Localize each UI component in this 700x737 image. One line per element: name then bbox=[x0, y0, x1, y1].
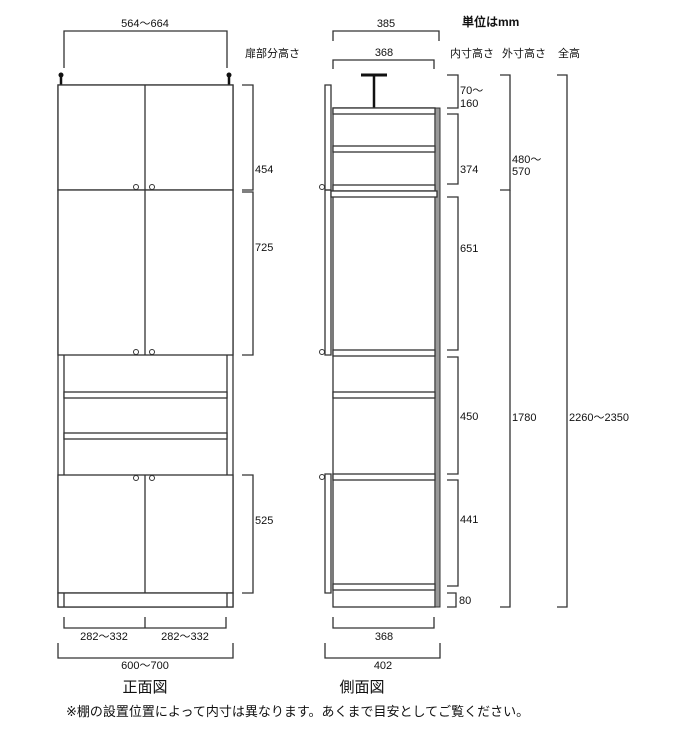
inner-height-label: 651 bbox=[460, 243, 478, 255]
top-width-label: 564～664 bbox=[121, 18, 169, 30]
side-shelves bbox=[330, 107, 438, 591]
outer-height-label: 570 bbox=[512, 166, 530, 178]
door-height-header: 扉部分高さ bbox=[245, 46, 300, 60]
door-height-dimension bbox=[242, 84, 254, 191]
inner-height-dimension bbox=[447, 479, 459, 587]
door-edge bbox=[324, 189, 332, 356]
plinth bbox=[57, 592, 234, 608]
inner-height-label: 80 bbox=[459, 595, 471, 607]
anti-tip-anchor-left bbox=[58, 72, 64, 85]
outer-height-dimension bbox=[500, 74, 511, 191]
inner-height-dimension bbox=[447, 592, 457, 608]
inner-height-label: 70～ bbox=[460, 85, 483, 97]
door-width-dimension bbox=[63, 617, 227, 629]
back-panel bbox=[434, 107, 441, 608]
units-label: 単位はmm bbox=[462, 14, 519, 29]
side-view-title: 側面図 bbox=[339, 679, 384, 696]
inner-height-label: 450 bbox=[460, 411, 478, 423]
outer-height-label: 1780 bbox=[512, 412, 536, 424]
front-view-title: 正面図 bbox=[122, 679, 167, 696]
side-view: 単位はmm 385 368 内寸高さ 外寸高さ 全高 bbox=[319, 14, 629, 696]
door-edge bbox=[324, 84, 332, 191]
inner-depth-label: 368 bbox=[375, 47, 393, 59]
top-width-dimension-line bbox=[63, 30, 228, 68]
inner-height-dimension bbox=[447, 74, 459, 109]
total-width-label: 600～700 bbox=[121, 660, 169, 672]
inner-height-label: 160 bbox=[460, 98, 478, 110]
anti-tip-anchor-right bbox=[226, 72, 232, 85]
outer-height-dimension bbox=[500, 190, 511, 608]
side-body bbox=[332, 107, 436, 608]
outer-height-header: 外寸高さ bbox=[502, 46, 546, 60]
door-height-dimension bbox=[242, 191, 254, 356]
front-view: 564～664 扉部分高さ bbox=[57, 18, 300, 696]
inner-height-label: 374 bbox=[460, 164, 478, 176]
total-height-dimension bbox=[557, 74, 568, 608]
inner-height-header: 内寸高さ bbox=[450, 46, 494, 60]
door-width-label: 282～332 bbox=[80, 631, 128, 643]
bottom-inner-depth-dimension bbox=[332, 617, 435, 629]
bottom-outer-depth-label: 402 bbox=[374, 660, 392, 672]
open-shelf bbox=[63, 432, 228, 440]
inner-height-label: 441 bbox=[460, 514, 478, 526]
open-shelf bbox=[63, 391, 228, 399]
tension-rod-icon bbox=[361, 73, 387, 108]
outer-depth-label: 385 bbox=[377, 18, 395, 30]
inner-height-dimension bbox=[447, 113, 459, 185]
door-edge bbox=[324, 473, 332, 594]
door-knob-icons bbox=[319, 184, 325, 480]
door-height-label: 725 bbox=[255, 242, 273, 254]
total-width-dimension bbox=[57, 643, 234, 659]
door-height-dimension bbox=[242, 474, 254, 594]
inner-height-dimension bbox=[447, 356, 459, 475]
door-height-label: 454 bbox=[255, 164, 273, 176]
total-height-header: 全高 bbox=[558, 46, 580, 60]
door-height-label: 525 bbox=[255, 515, 273, 527]
door-width-label: 282～332 bbox=[161, 631, 209, 643]
door-knob-icons bbox=[133, 184, 155, 481]
bottom-inner-depth-label: 368 bbox=[375, 631, 393, 643]
inner-depth-dimension bbox=[332, 59, 435, 69]
inner-height-dimension bbox=[447, 196, 459, 351]
outer-depth-dimension bbox=[332, 30, 440, 41]
bottom-outer-depth-dimension bbox=[324, 643, 441, 659]
footnote: ※棚の設置位置によって内寸は異なります。あくまで目安としてご覧ください。 bbox=[66, 704, 529, 719]
total-height-label: 2260～2350 bbox=[569, 412, 629, 424]
outer-height-label: 480～ bbox=[512, 154, 541, 166]
